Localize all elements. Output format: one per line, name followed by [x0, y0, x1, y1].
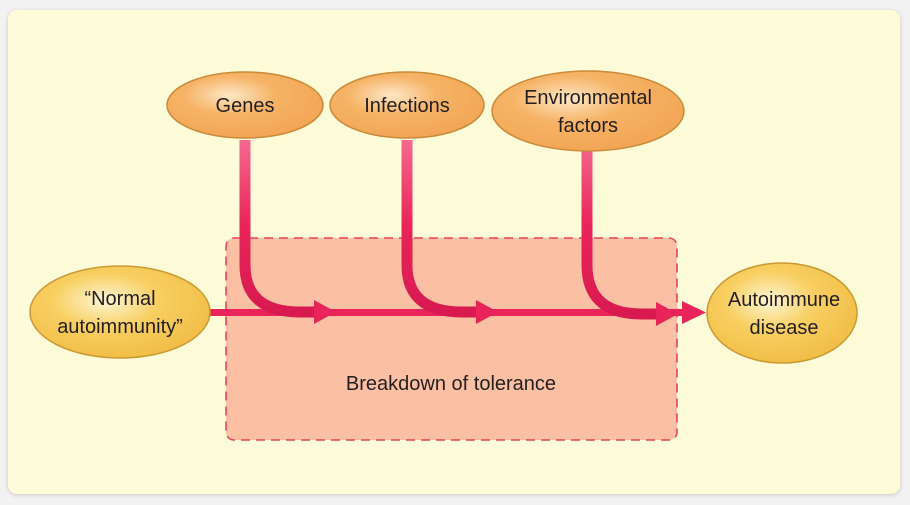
- genes-node: Genes: [166, 71, 324, 139]
- autoimmune-disease-label-line2: disease: [750, 317, 819, 339]
- environmental-factors-label-line1: Environmental: [524, 87, 652, 109]
- normal-autoimmunity-node: “Normal autoimmunity”: [29, 265, 211, 359]
- genes-arrow: [239, 140, 336, 324]
- environmental-factors-node: Environmental factors: [491, 70, 685, 152]
- environmental-factors-label-line2: factors: [558, 115, 618, 137]
- infections-node: Infections: [329, 71, 485, 139]
- autoimmune-disease-node: Autoimmune disease: [706, 262, 858, 364]
- genes-label: Genes: [216, 95, 275, 117]
- infections-label: Infections: [364, 95, 450, 117]
- normal-autoimmunity-label-line2: autoimmunity”: [57, 316, 183, 338]
- infections-arrow: [401, 140, 498, 324]
- normal-autoimmunity-label-line1: “Normal: [84, 288, 155, 310]
- breakdown-of-tolerance-label: Breakdown of tolerance: [346, 373, 556, 395]
- autoimmune-disease-label-line1: Autoimmune: [728, 289, 840, 311]
- environmental-factors-arrow: [581, 140, 678, 326]
- breakdown-of-tolerance-region: [225, 237, 678, 441]
